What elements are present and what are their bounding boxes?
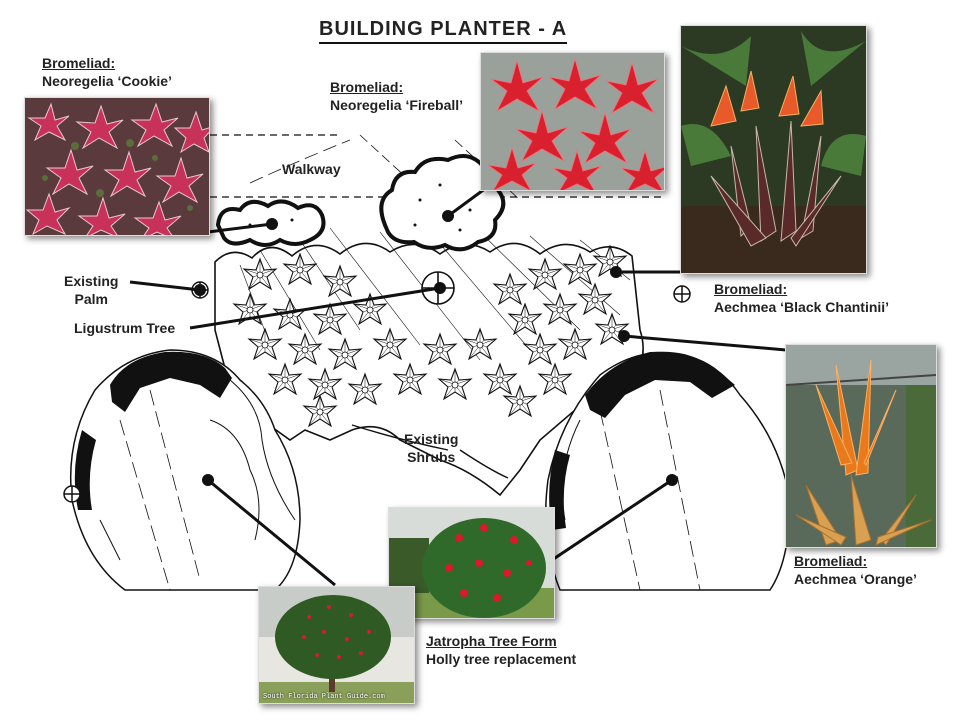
label-orange-heading: Bromeliad:: [794, 553, 868, 569]
label-existing-shrubs-line1: Existing: [404, 431, 459, 447]
label-jatropha: Jatropha Tree Form Holly tree replacemen…: [426, 632, 576, 668]
label-existing-shrubs-line2: Shrubs: [407, 449, 456, 465]
label-black-chantinii-name: Aechmea ‘Black Chantinii’: [714, 299, 890, 315]
label-jatropha-name: Holly tree replacement: [426, 651, 577, 667]
label-existing-palm-line1: Existing: [64, 273, 119, 289]
photo-neoregelia-fireball: [480, 52, 665, 191]
label-fireball-heading: Bromeliad:: [330, 79, 404, 95]
label-cookie-heading: Bromeliad:: [42, 55, 116, 71]
label-fireball: Bromeliad: Neoregelia ‘Fireball’: [330, 78, 463, 114]
label-existing-palm: Existing Palm: [64, 272, 118, 308]
label-existing-shrubs: Existing Shrubs: [404, 430, 458, 466]
leader-dots: [194, 210, 678, 486]
right-tree-canopy: [544, 351, 791, 591]
label-orange: Bromeliad: Aechmea ‘Orange’: [794, 552, 917, 588]
left-tree-canopy: [63, 349, 301, 591]
photo-jatropha-flowers: [388, 507, 555, 619]
label-existing-palm-line2: Palm: [74, 291, 108, 307]
photo-aechmea-orange: [785, 344, 937, 548]
photo-watermark: South Florida Plant Guide.com: [263, 693, 385, 701]
label-black-chantinii: Bromeliad: Aechmea ‘Black Chantinii’: [714, 280, 889, 316]
label-black-chantinii-heading: Bromeliad:: [714, 281, 788, 297]
label-walkway: Walkway: [282, 161, 341, 177]
page-title: BUILDING PLANTER - A: [319, 18, 568, 44]
label-cookie-name: Neoregelia ‘Cookie’: [42, 73, 172, 89]
label-fireball-name: Neoregelia ‘Fireball’: [330, 97, 464, 113]
label-orange-name: Aechmea ‘Orange’: [794, 571, 917, 587]
label-jatropha-heading: Jatropha Tree Form: [426, 633, 557, 649]
photo-aechmea-black-chantinii: [680, 25, 867, 274]
leader-lines: [129, 186, 787, 587]
label-ligustrum: Ligustrum Tree: [74, 320, 176, 336]
label-cookie: Bromeliad: Neoregelia ‘Cookie’: [42, 54, 172, 90]
photo-neoregelia-cookie: [24, 97, 210, 236]
photo-jatropha-tree: South Florida Plant Guide.com: [258, 586, 415, 704]
